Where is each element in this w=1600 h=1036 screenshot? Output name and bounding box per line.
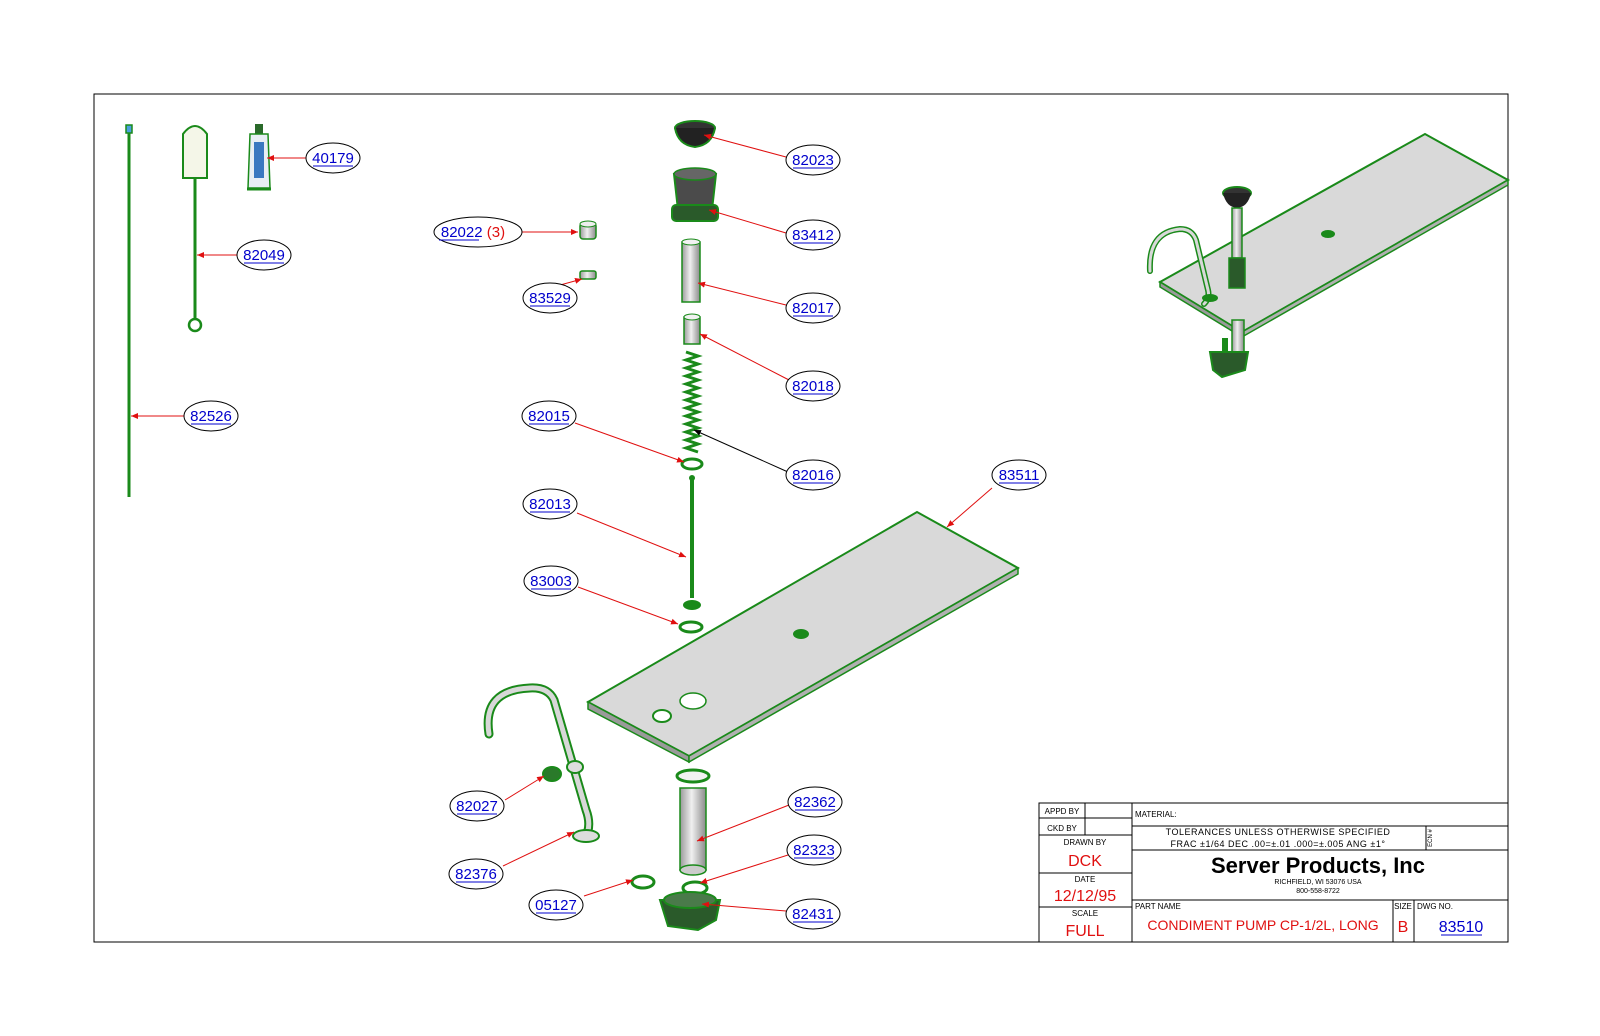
callout-layer: 40179 82049 82526 82022 (3) 83529 82023 83412 8… <box>183 142 1047 930</box>
part-83529-washer <box>579 270 597 280</box>
part-82018-sleeve <box>683 313 701 345</box>
part-82013-plunger-rod <box>683 475 701 610</box>
callout-82431: 82431 <box>785 898 841 930</box>
dwg-no-value: 83510 <box>1439 919 1484 936</box>
tolerances-line-1: TOLERANCES UNLESS OTHERWISE SPECIFIED <box>1166 827 1391 837</box>
part-82376-spout <box>483 683 600 843</box>
callout-part-number: 82362 <box>794 794 836 811</box>
callout-part-number: 82431 <box>792 906 834 923</box>
part-82022-spacer <box>579 220 597 240</box>
callout-part-number: 82017 <box>792 300 834 317</box>
callout-part-number: 82023 <box>792 152 834 169</box>
callout-part-number: 83412 <box>792 227 834 244</box>
callout-82362: 82362 <box>787 786 843 818</box>
company-address: RICHFIELD, WI 53076 USA <box>1274 879 1361 886</box>
callout-82049: 82049 <box>236 239 292 271</box>
callout-part-number: 82323 <box>793 842 835 859</box>
title-block: APPD BY CKD BY DRAWN BY DCK DATE 12/12/9… <box>1038 802 1509 943</box>
drawing-border <box>93 93 1509 943</box>
part-82016-spring <box>681 350 703 454</box>
assembled-view <box>1146 132 1511 379</box>
ckd-by-label: CKD BY <box>1047 824 1077 833</box>
callout-82023: 82023 <box>785 144 841 176</box>
scale-value: FULL <box>1065 923 1104 940</box>
part-name-label: PART NAME <box>1135 902 1181 911</box>
callout-82027: 82027 <box>449 790 505 822</box>
appd-by-label: APPD BY <box>1045 807 1080 816</box>
callout-part-number: 82018 <box>792 378 834 395</box>
callout-83529: 83529 <box>522 282 578 314</box>
callout-82016: 82016 <box>785 459 841 491</box>
scale-label: SCALE <box>1072 909 1098 918</box>
date-label: DATE <box>1075 875 1096 884</box>
callout-82526: 82526 <box>183 400 239 432</box>
callout-part-number: 40179 <box>312 150 354 167</box>
callout-40179: 40179 <box>305 142 361 174</box>
part-83003-washer <box>678 620 704 634</box>
callout-82323: 82323 <box>786 834 842 866</box>
callout-82376: 82376 <box>448 858 504 890</box>
part-82431-valve-body <box>658 891 722 932</box>
leader-lines <box>131 133 993 912</box>
callout-part-number: 82526 <box>190 408 232 425</box>
part-82362-pump-body <box>675 768 711 876</box>
callout-part-number: 82015 <box>528 408 570 425</box>
size-value: B <box>1398 919 1409 936</box>
callout-part-number: 82376 <box>455 866 497 883</box>
company-phone: 800-558-8722 <box>1296 888 1340 895</box>
rev-label: ECN # <box>1428 829 1434 847</box>
callout-83003: 83003 <box>523 565 579 597</box>
dwg-no-label: DWG NO. <box>1417 902 1453 911</box>
part-40179-tube <box>247 124 271 191</box>
callout-83511: 83511 <box>991 459 1047 491</box>
callout-82015: 82015 <box>521 400 577 432</box>
part-name-value: CONDIMENT PUMP CP-1/2L, LONG <box>1147 917 1378 933</box>
drawn-by-label: DRAWN BY <box>1064 838 1107 847</box>
size-label: SIZE <box>1394 902 1412 911</box>
drawn-by-value: DCK <box>1068 853 1102 870</box>
callout-part-number: 05127 <box>535 897 577 914</box>
callout-82013: 82013 <box>522 488 578 520</box>
callout-quantity: (3) <box>487 224 505 241</box>
callout-part-number: 82013 <box>529 496 571 513</box>
callout-part-number: 83529 <box>529 290 571 307</box>
callout-part-number: 83511 <box>999 467 1040 484</box>
callout-part-number: 83003 <box>530 573 572 590</box>
part-83511-mounting-plate <box>585 510 1021 764</box>
part-05127-oring <box>630 874 656 890</box>
part-82027-nut <box>542 760 584 782</box>
date-value: 12/12/95 <box>1054 888 1116 905</box>
callout-05127: 05127 <box>528 889 584 921</box>
part-82049-brush <box>182 125 208 333</box>
callout-83412: 83412 <box>785 219 841 251</box>
part-82017-tube <box>681 238 701 303</box>
company-name: Server Products, Inc <box>1211 853 1425 878</box>
part-83412-cylinder-head <box>671 167 719 222</box>
callout-part-number: 82049 <box>243 247 285 264</box>
callout-82022: 82022 (3) <box>433 216 523 248</box>
part-82023-knob <box>674 120 716 149</box>
callout-part-number: 82016 <box>792 467 834 484</box>
callout-part-number: 82022 (3) <box>441 224 505 241</box>
part-82015-oring <box>680 457 704 471</box>
material-label: MATERIAL: <box>1135 810 1177 819</box>
callout-82017: 82017 <box>785 292 841 324</box>
callout-82018: 82018 <box>785 370 841 402</box>
part-82526-rod <box>125 124 133 497</box>
tolerances-line-2: FRAC ±1/64 DEC .00=±.01 .000=±.005 ANG ±… <box>1171 839 1386 849</box>
callout-part-number: 82027 <box>456 798 498 815</box>
